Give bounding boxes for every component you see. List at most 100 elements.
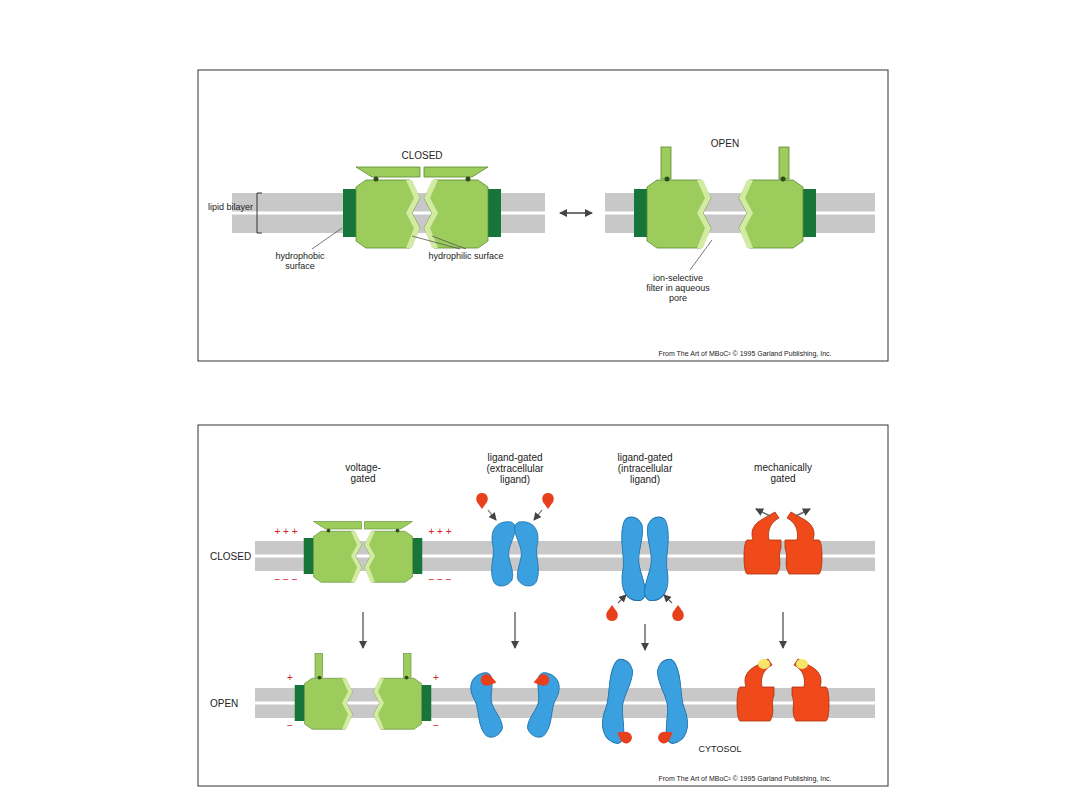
column-heading: ligand-gated (extracellular ligand)	[475, 452, 555, 485]
mechanical-channel-open	[737, 659, 829, 721]
motion-arrow	[618, 595, 626, 603]
mechanical-channel-open	[737, 659, 774, 721]
ligand	[606, 605, 684, 621]
charge-sign: − − −	[420, 574, 460, 585]
bracket	[257, 193, 262, 233]
ligand-channel-open	[467, 671, 508, 739]
state-label: OPEN	[210, 698, 254, 709]
part-label: hydrophobic surface	[260, 252, 340, 272]
mechanical-channel-open	[758, 659, 770, 669]
ligand-channel-open	[653, 657, 692, 746]
ligand-channel-closed	[645, 517, 669, 601]
voltage-gated-open	[295, 654, 353, 730]
voltage-gated-closed	[304, 522, 423, 583]
ligand	[476, 493, 554, 509]
ligand	[476, 493, 488, 509]
force-arrow	[756, 509, 770, 516]
leader-line	[432, 236, 466, 249]
ligand-channel-open	[480, 673, 498, 688]
ligand	[606, 605, 618, 621]
ligand-channel-open	[599, 657, 692, 746]
state-label: OPEN	[680, 138, 770, 149]
voltage-gated-closed	[365, 522, 423, 583]
channel-closed	[343, 167, 420, 248]
motion-arrow	[488, 510, 542, 520]
channel-closed	[424, 167, 501, 248]
motion-arrow	[534, 510, 542, 520]
charge-sign: + + +	[420, 526, 460, 537]
mechanical-channel-open	[796, 659, 808, 669]
region-label: CYTOSOL	[690, 745, 750, 755]
charge-sign: + + +	[266, 526, 306, 537]
voltage-gated-open	[295, 654, 432, 730]
part-label: lipid bilayer	[208, 203, 254, 213]
ligand-channel-closed	[622, 517, 669, 601]
mechanical-channel-open	[792, 659, 829, 721]
credit-note: From The Art of MBoC² © 1995 Garland Pub…	[605, 350, 885, 358]
force-arrow	[756, 509, 810, 516]
ligand-channel-closed	[492, 522, 539, 586]
ligand-channel-closed	[492, 522, 516, 586]
transition-arrow	[644, 624, 645, 650]
leader-line	[312, 228, 712, 270]
state-label: CLOSED	[377, 150, 467, 161]
ligand-channel-open	[599, 657, 638, 746]
motion-arrow	[488, 510, 496, 520]
channel-closed	[343, 167, 501, 248]
ligand	[672, 605, 684, 621]
equilibrium-arrow	[560, 212, 592, 214]
transition-arrow	[362, 612, 363, 648]
column-heading: mechanically gated	[747, 462, 819, 484]
ligand-channel-open	[517, 669, 564, 739]
transition-arrow	[363, 612, 783, 650]
panel-frame	[198, 70, 888, 361]
charge-sign: − − −	[266, 574, 306, 585]
lipid-bilayer	[255, 702, 875, 705]
mechanical-channel-open	[737, 659, 774, 721]
ligand-channel-closed	[622, 517, 646, 601]
ligand-channel-closed	[515, 522, 539, 586]
charge-sign: −	[428, 720, 444, 731]
transition-arrow	[782, 612, 783, 648]
ligand-channel-open	[599, 657, 638, 746]
ligand-channel-open	[467, 669, 514, 739]
charge-sign: +	[428, 672, 444, 683]
ligand	[542, 493, 554, 509]
ligand-channel-open	[614, 728, 634, 746]
leader-line	[312, 228, 342, 249]
column-heading: ligand-gated (intracellular ligand)	[605, 452, 685, 485]
mechanical-channel-closed	[744, 512, 781, 574]
ligand-channel-open	[653, 657, 692, 746]
motion-arrow	[664, 595, 672, 603]
state-label: CLOSED	[210, 551, 254, 562]
channel-open	[634, 147, 711, 248]
voltage-gated-closed	[304, 522, 362, 583]
motion-arrow	[618, 595, 672, 603]
leader-line	[690, 240, 712, 270]
charge-sign: −	[282, 720, 298, 731]
mechanical-channel-open	[792, 659, 829, 721]
channel-open	[739, 147, 816, 248]
ligand-channel-open	[599, 657, 638, 746]
ligand-channel-open	[517, 669, 564, 739]
credit-note: From The Art of MBoC² © 1995 Garland Pub…	[605, 775, 885, 783]
voltage-gated-open	[374, 654, 432, 730]
force-arrow	[796, 509, 810, 516]
part-label: ion-selective filter in aqueous pore	[645, 274, 711, 304]
mechanical-channel-closed	[785, 512, 822, 574]
part-label: hydrophilic surface	[426, 252, 506, 262]
transition-arrow	[514, 612, 515, 648]
panel-frame	[198, 425, 888, 786]
mechanical-channel-closed	[744, 512, 822, 574]
mechanical-channel-open	[792, 659, 829, 721]
column-heading: voltage-gated	[334, 462, 392, 484]
ligand-channel-open	[523, 671, 564, 739]
ligand-channel-open	[656, 728, 676, 746]
ligand-channel-open	[467, 669, 564, 739]
ligand-channel-open	[653, 657, 692, 746]
charge-sign: +	[282, 672, 298, 683]
ligand-channel-open	[532, 673, 550, 688]
channel-open	[634, 147, 816, 248]
